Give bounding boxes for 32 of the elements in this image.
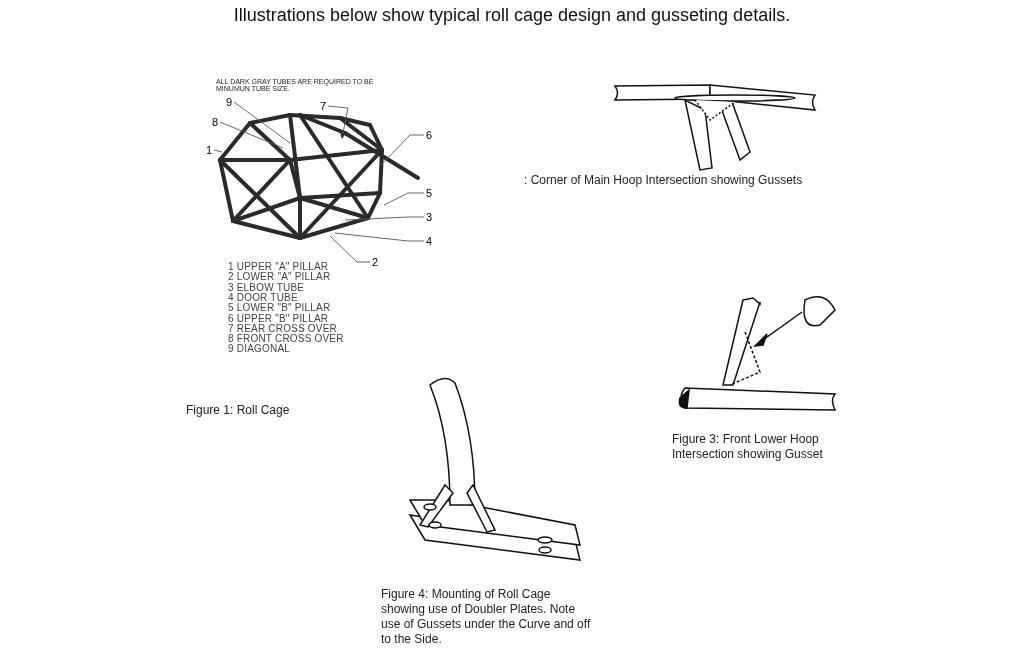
figure-caption: Figure 1: Roll Cage <box>186 403 291 418</box>
legend-item: 6 UPPER "B" PILLAR <box>228 313 329 324</box>
callout-number: 6 <box>426 129 433 141</box>
legend-item: 1 UPPER "A" PILLAR <box>228 262 329 272</box>
legend-item: 8 FRONT CROSS OVER <box>228 334 344 345</box>
callout-number: 4 <box>426 235 433 247</box>
callout-number: 8 <box>212 116 219 128</box>
leader-line <box>344 216 425 221</box>
legend-item: 4 DOOR TUBE <box>228 292 298 303</box>
figure-caption: : Corner of Main Hoop Intersection showing Gussets <box>524 173 804 188</box>
leader-line <box>213 149 223 153</box>
legend-item: 2 LOWER "A" PILLAR <box>228 272 331 283</box>
legend-item: 7 REAR CROSS OVER <box>228 323 337 334</box>
roll-cage-drawing <box>218 113 422 240</box>
callout-number: 5 <box>426 187 433 199</box>
legend-item: 5 LOWER "B" PILLAR <box>228 303 331 314</box>
legend-item: 9 DIAGONAL <box>228 344 291 355</box>
callout-number: 9 <box>226 96 233 108</box>
leader-line <box>233 101 291 144</box>
figure-caption: Figure 3: Front Lower Hoop Intersection showing Gusset <box>672 432 824 462</box>
leader-line <box>334 232 425 242</box>
leader-line <box>219 121 284 149</box>
callout-number: 1 <box>206 144 213 156</box>
leader-line <box>329 235 371 263</box>
callout-number: 3 <box>426 211 433 223</box>
title: Illustrations below show typical roll cage design and gusseting details. <box>232 4 792 26</box>
legend-item: 3 ELBOW TUBE <box>228 282 305 293</box>
figure-caption: Figure 4: Mounting of Roll Cage showing use of Doubler Plates. Note use of Gussets under the Curve and off to the Side. <box>381 587 592 647</box>
callout-number: 7 <box>320 100 327 112</box>
leader-line <box>383 192 425 206</box>
leader-line <box>379 134 425 167</box>
callout-number: 2 <box>372 256 379 268</box>
